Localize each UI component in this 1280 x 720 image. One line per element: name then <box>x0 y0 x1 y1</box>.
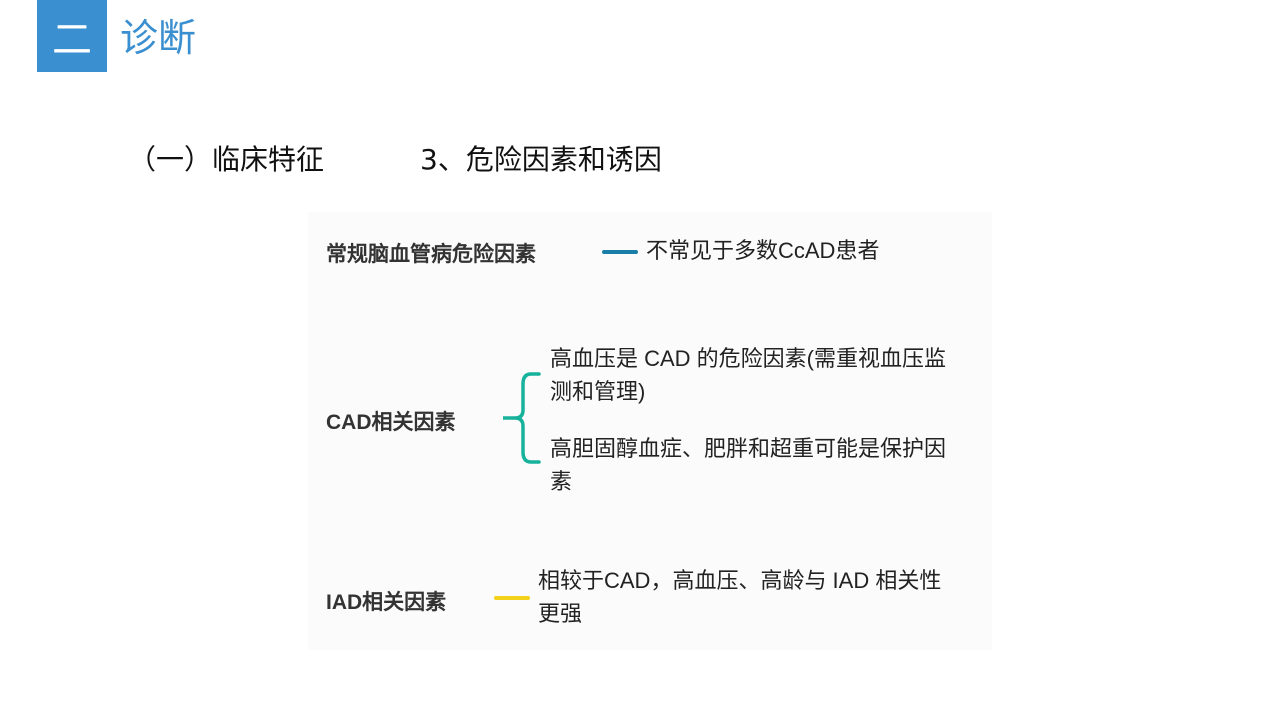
iad-connector <box>494 596 530 600</box>
section-number-badge: 二 <box>37 0 107 72</box>
risk-factor-diagram: 常规脑血管病危险因素 不常见于多数CcAD患者 CAD相关因素 高血压是 CAD… <box>308 212 992 650</box>
iad-factors-note: 相较于CAD，高血压、高龄与 IAD 相关性更强 <box>538 568 942 626</box>
page-title: 诊断 <box>120 16 197 60</box>
cad-factors-label: CAD相关因素 <box>326 411 456 434</box>
section-number: 二 <box>52 17 92 63</box>
subtitle-clinical-features: （一）临床特征 <box>128 143 325 176</box>
conventional-connector <box>602 250 638 254</box>
cad-factor-item-2: 高胆固醇血症、肥胖和超重可能是保护因素 <box>550 436 947 494</box>
conventional-factors-label: 常规脑血管病危险因素 <box>326 243 536 266</box>
conventional-factors-note: 不常见于多数CcAD患者 <box>646 238 880 263</box>
cad-factor-item-1: 高血压是 CAD 的危险因素(需重视血压监测和管理) <box>550 346 947 404</box>
subtitle-risk-factors: 3、危险因素和诱因 <box>420 143 662 176</box>
cad-brace <box>503 372 541 464</box>
iad-factors-label: IAD相关因素 <box>326 591 447 614</box>
